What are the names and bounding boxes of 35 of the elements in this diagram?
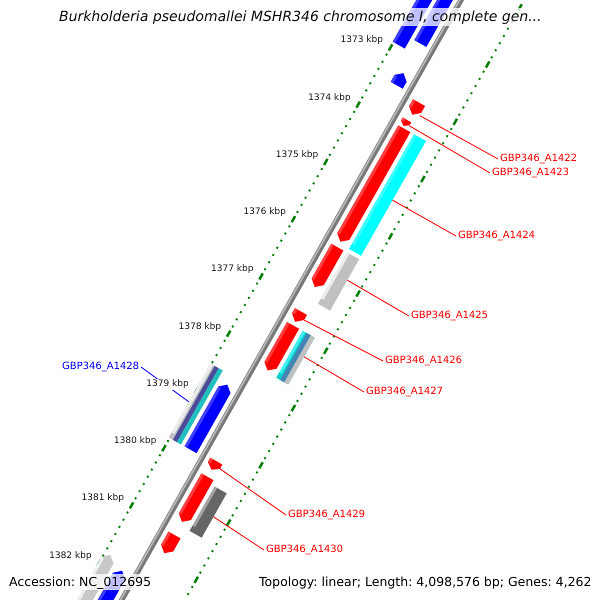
leader-line: [304, 320, 384, 362]
gene-label: GBP346_A1426: [385, 355, 462, 367]
gene-label: GBP346_A1422: [500, 153, 578, 165]
leader-line: [304, 356, 364, 392]
position-label: 1379 kbp: [145, 378, 190, 390]
position-label: 1382 kbp: [48, 550, 93, 562]
leader-line: [392, 200, 456, 236]
position-label: 1376 kbp: [242, 207, 287, 218]
position-label: 1377 kbp: [210, 264, 254, 276]
gene-feature: [409, 99, 426, 115]
gene-label: GBP346_A1430: [266, 544, 344, 556]
genome-summary-text: Topology: linear; Length: 4,098,576 bp; Genes: 4,262: [257, 574, 594, 590]
gene-feature: [348, 134, 426, 256]
gene-feature: [208, 458, 222, 470]
gene-feature: [292, 308, 308, 322]
leader-line: [219, 468, 286, 516]
position-label: 1373 kbp: [340, 35, 384, 46]
position-label: 1381 kbp: [80, 493, 125, 504]
leader-line: [419, 115, 498, 160]
gene-feature: [318, 252, 360, 311]
gene-feature: [190, 486, 227, 538]
position-label: 1374 kbp: [307, 92, 352, 104]
position-label: 1375 kbp: [274, 150, 320, 161]
leader-line: [408, 125, 490, 174]
gene-label: GBP346_A1424: [458, 230, 536, 242]
gene-label: GBP346_A1429: [288, 509, 366, 521]
gene-label: GBP346_A1427: [366, 386, 444, 398]
position-label: 1380 kbp: [112, 436, 158, 448]
gene-label: GBP346_A1425: [411, 310, 488, 322]
gene-feature: [276, 330, 315, 385]
leader-line: [346, 280, 410, 316]
position-label: 1378 kbp: [178, 322, 222, 333]
gene-label: GBP346_A1428: [62, 361, 140, 373]
gene-feature: [400, 117, 412, 126]
gene-label: GBP346_A1423: [492, 167, 570, 179]
